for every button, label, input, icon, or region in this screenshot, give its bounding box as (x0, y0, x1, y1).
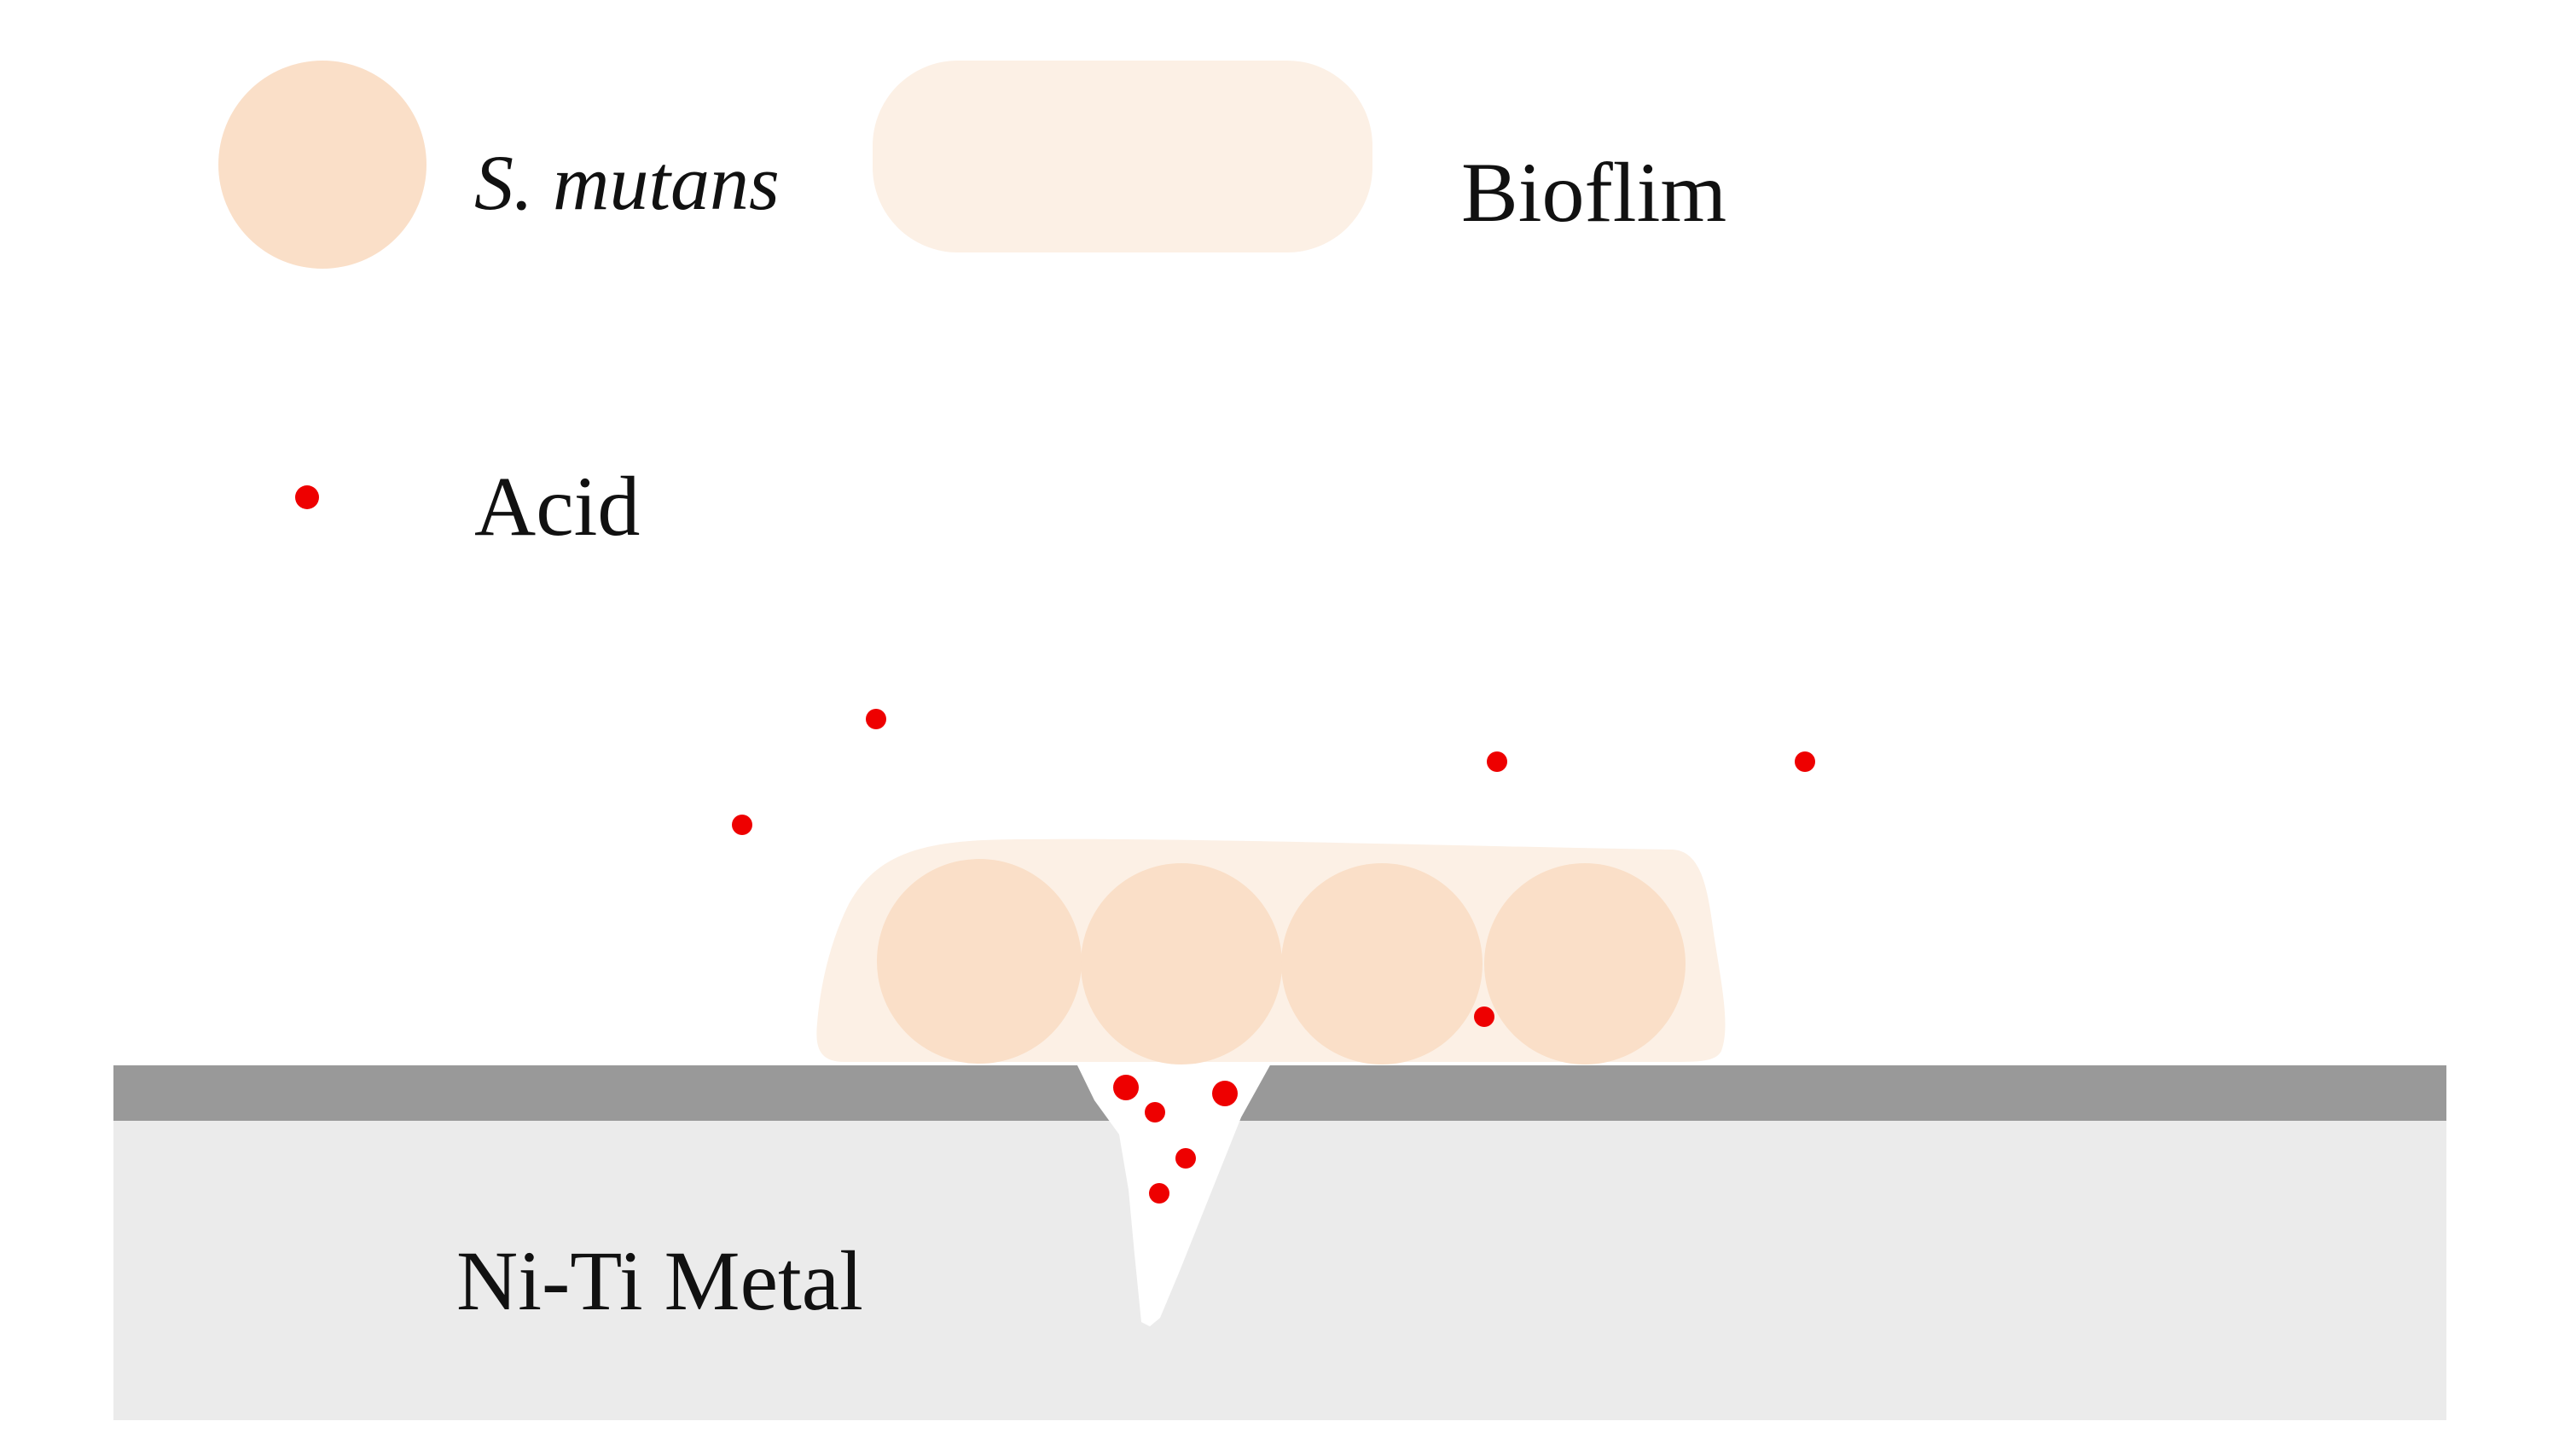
bacterium (1081, 863, 1282, 1064)
legend-acid-label: Acid (474, 459, 641, 554)
legend-bacteria-swatch (218, 61, 426, 269)
acid-particle (1212, 1081, 1238, 1106)
legend-biofilm-swatch (873, 61, 1372, 252)
acid-particle (1113, 1075, 1139, 1100)
legend-acid-dot (295, 485, 319, 509)
bacterium (1484, 863, 1686, 1064)
bacterium (877, 859, 1082, 1064)
acid-particle (732, 815, 752, 835)
acid-particle (1487, 751, 1507, 772)
acid-particle (1175, 1148, 1196, 1169)
corrosion-pit (1076, 1064, 1271, 1326)
legend-biofilm-label: Bioflim (1461, 145, 1727, 240)
acid-particle (1795, 751, 1815, 772)
acid-particle (866, 709, 886, 729)
metal-substrate (113, 1119, 2446, 1420)
legend-bacteria-label: S. mutans (474, 139, 780, 226)
metal-substrate-label: Ni-Ti Metal (456, 1233, 863, 1328)
oxide-layer (113, 1065, 2446, 1121)
bacterium (1281, 863, 1483, 1064)
acid-particle (1149, 1183, 1169, 1204)
acid-particle (1145, 1102, 1165, 1122)
acid-particle (1474, 1006, 1494, 1027)
